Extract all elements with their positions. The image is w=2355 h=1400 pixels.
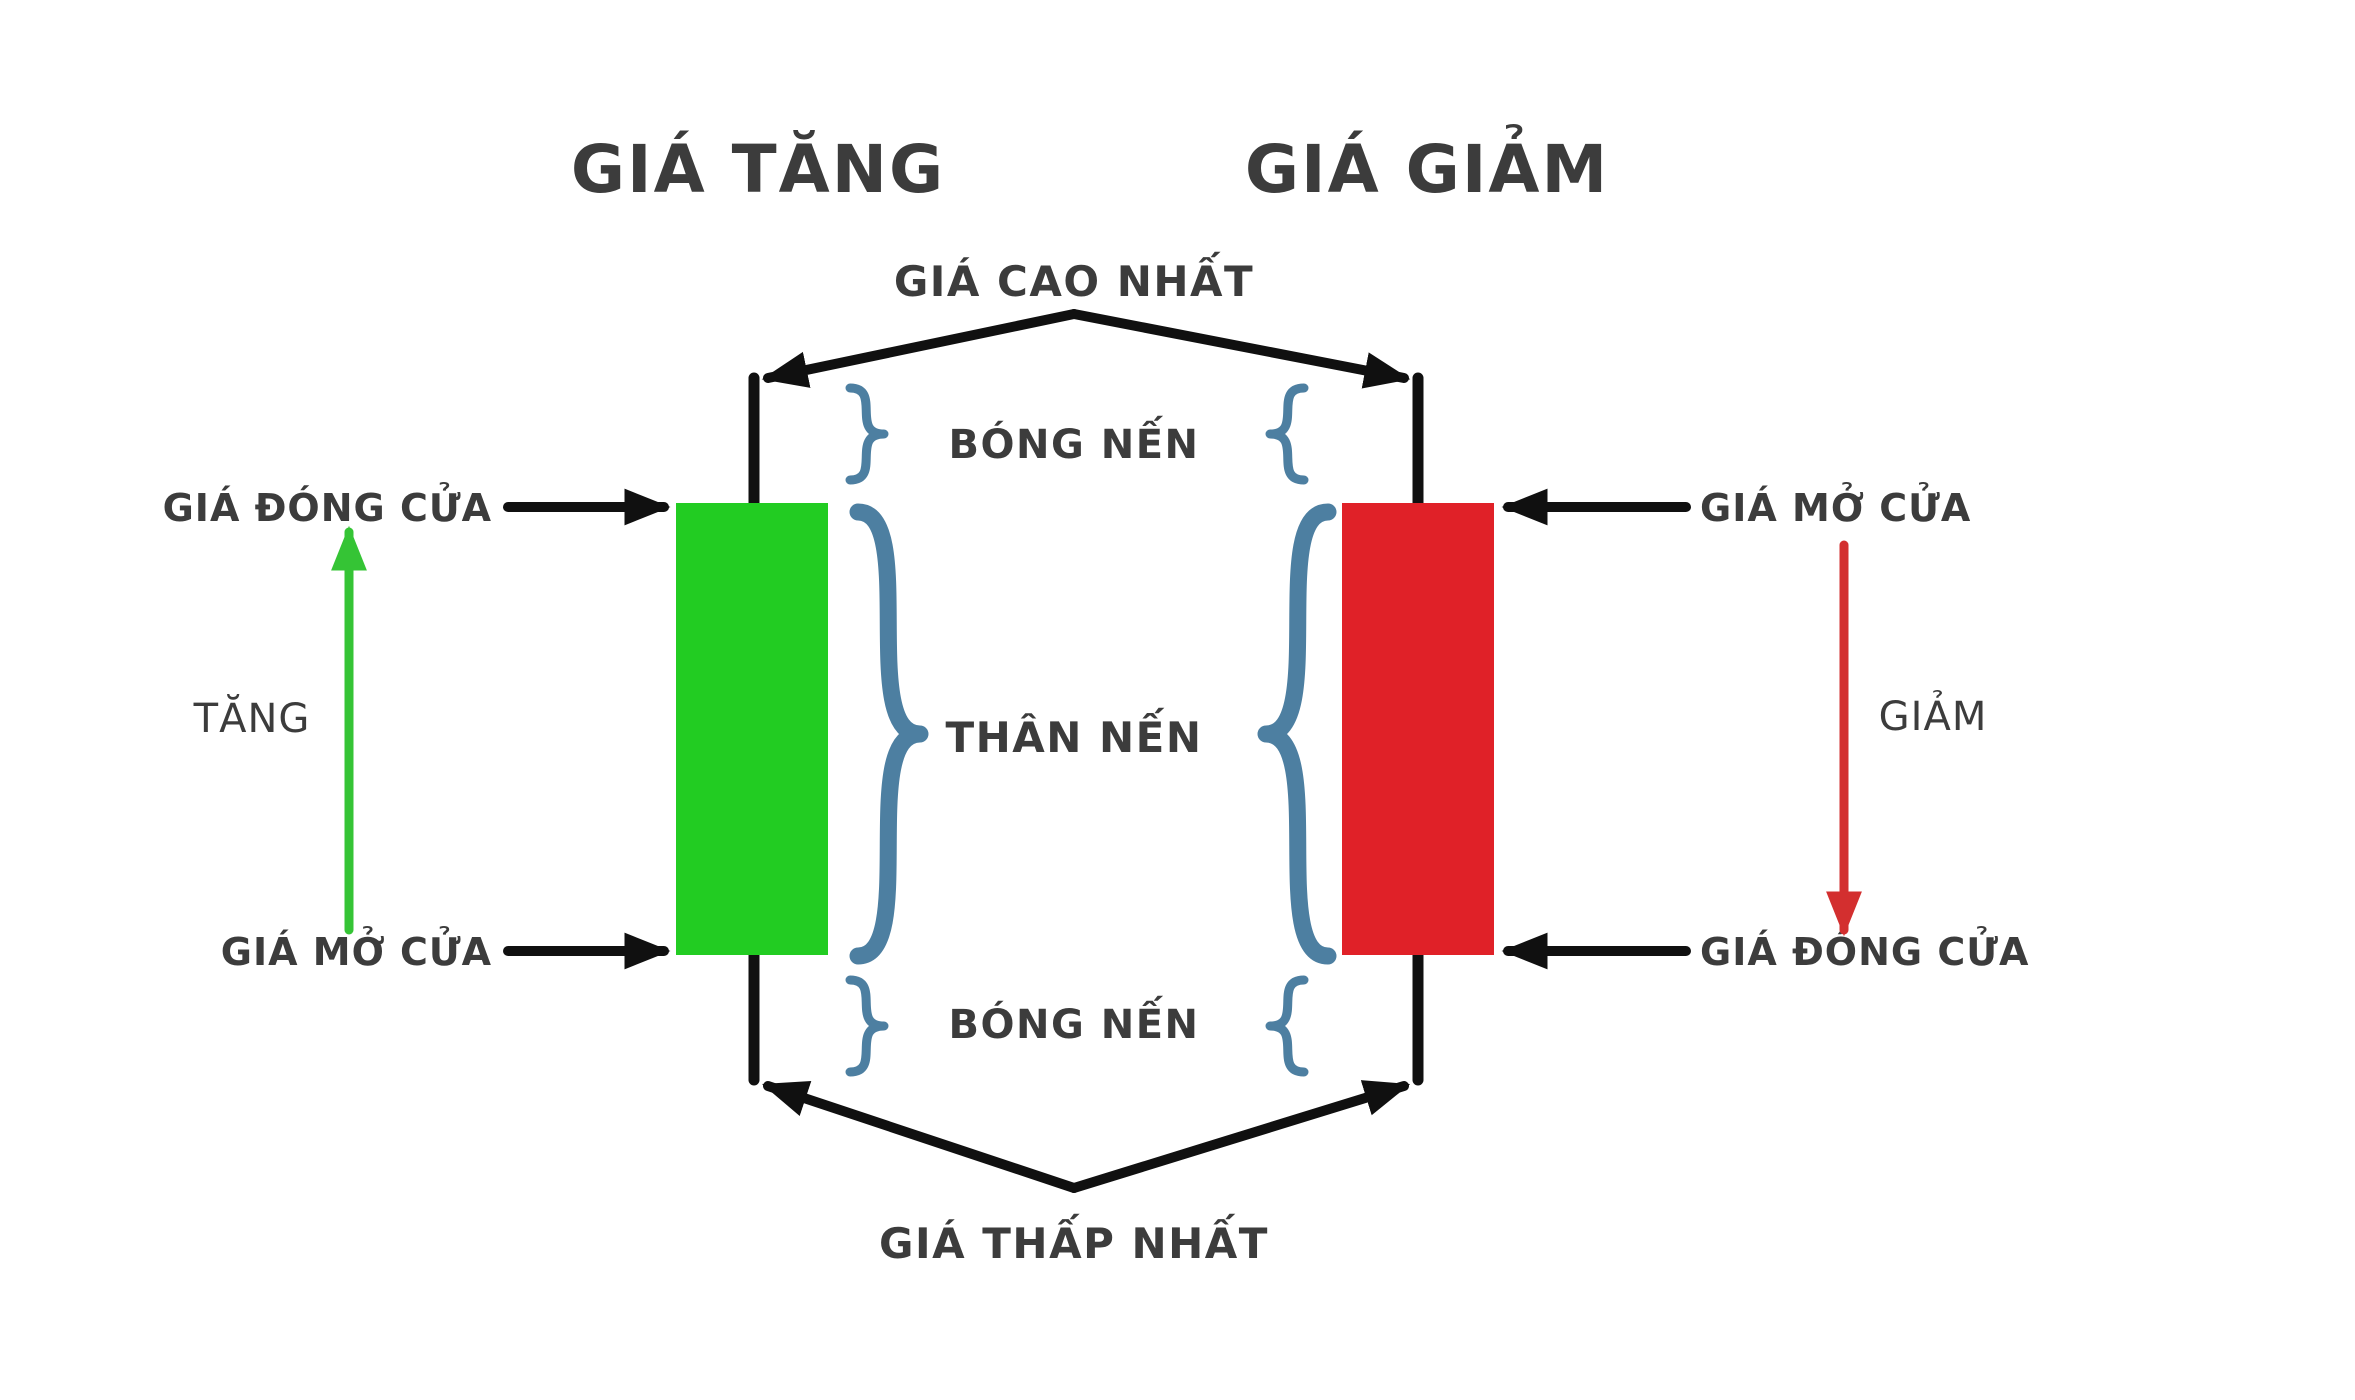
- bull-upper-wick-brace: [845, 383, 889, 485]
- highest-to-bull-wick-arrow: [761, 309, 1079, 388]
- fall-label: GIẢM: [1879, 689, 1988, 740]
- highest-price-label: GIÁ CAO NHẤT: [894, 250, 1254, 306]
- bull-open-price-label: GIÁ MỞ CỬA: [221, 926, 492, 974]
- bull-lower-wick-brace: [845, 975, 889, 1077]
- bear-upper-wick-brace: [1265, 383, 1309, 485]
- bear-close-price-label: GIÁ ĐÓNG CỬA: [1700, 926, 2029, 974]
- bull-candle-body: [676, 503, 828, 955]
- rise-label: TĂNG: [193, 693, 311, 742]
- lowest-to-bull-wick-arrow: [761, 1081, 1079, 1193]
- bear-lower-wick-brace: [1265, 975, 1309, 1077]
- lowest-price-label: GIÁ THẤP NHẤT: [879, 1212, 1269, 1268]
- lowest-to-bear-wick-arrow: [1069, 1080, 1411, 1193]
- bearish-title: GIÁ GIẢM: [1245, 124, 1609, 208]
- highest-to-bear-wick-arrow: [1069, 309, 1411, 389]
- bullish-title: GIÁ TĂNG: [571, 130, 945, 208]
- bear-open-price-label: GIÁ MỞ CỬA: [1700, 482, 1971, 530]
- candle-body-label: THÂN NẾN: [945, 707, 1202, 762]
- lower-shadow-label: BÓNG NẾN: [948, 994, 1199, 1048]
- bear-body-brace: [1257, 503, 1337, 965]
- bull-close-price-label: GIÁ ĐÓNG CỬA: [163, 482, 492, 530]
- upper-shadow-label: BÓNG NẾN: [948, 414, 1199, 468]
- bull-body-brace: [849, 503, 929, 965]
- bear-candle-body: [1342, 503, 1494, 955]
